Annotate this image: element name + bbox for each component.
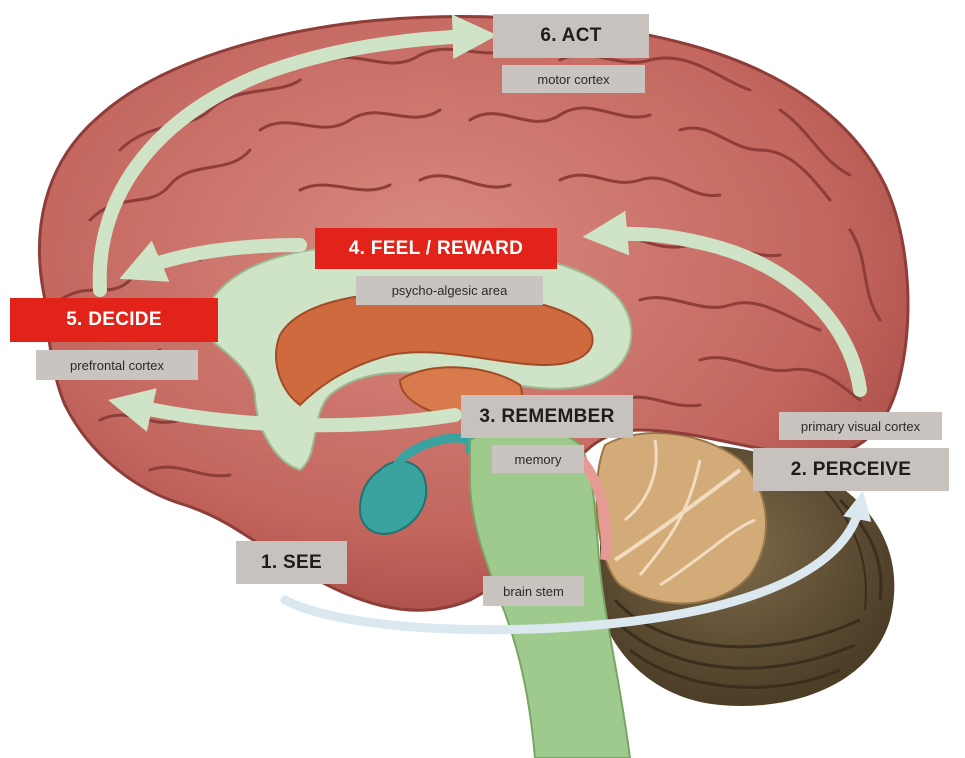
- step-remember-label: 3. REMEMBER: [461, 395, 633, 438]
- brain-stem-label: brain stem: [483, 576, 584, 606]
- psycho-algesic-area-label: psycho-algesic area: [356, 276, 543, 305]
- step-perceive-label: 2. PERCEIVE: [753, 448, 949, 491]
- memory-label: memory: [492, 445, 584, 473]
- step-act-label: 6. ACT: [493, 14, 649, 58]
- step-see-label: 1. SEE: [236, 541, 347, 584]
- motor-cortex-label: motor cortex: [502, 65, 645, 93]
- step-feel-reward-label: 4. FEEL / REWARD: [315, 228, 557, 269]
- prefrontal-cortex-label: prefrontal cortex: [36, 350, 198, 380]
- primary-visual-cortex-label: primary visual cortex: [779, 412, 942, 440]
- step-decide-label: 5. DECIDE: [10, 298, 218, 342]
